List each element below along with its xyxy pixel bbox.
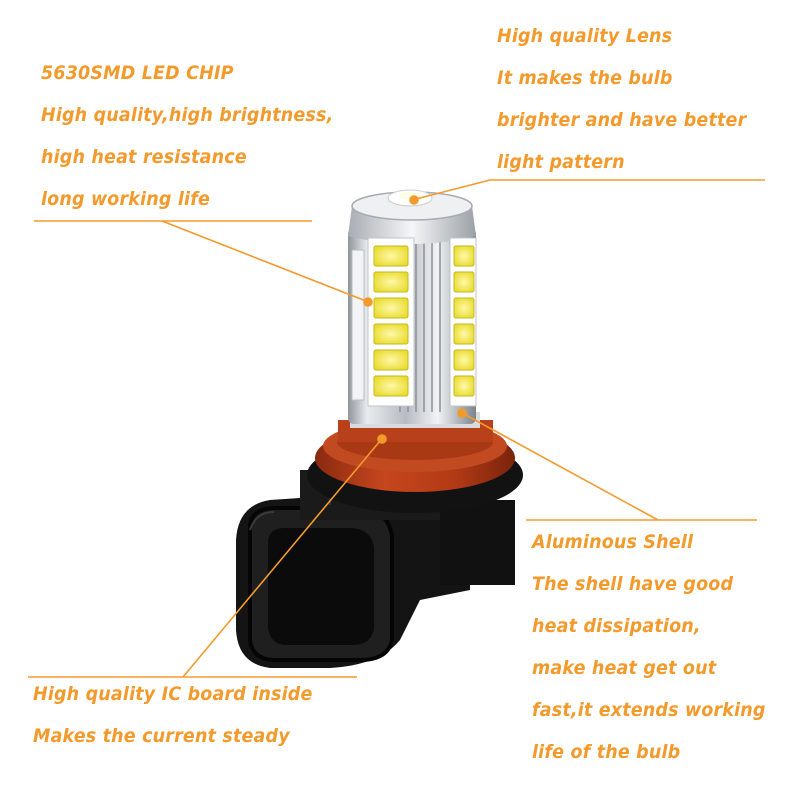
callout-lens-line-3: brighter and have better bbox=[497, 109, 747, 131]
callout-led-chip-line-3: high heat resistance bbox=[41, 146, 247, 168]
led-chip-array bbox=[351, 237, 477, 407]
callout-led-chip-line-2: High quality,high brightness, bbox=[41, 104, 334, 126]
callout-aluminum-shell: Aluminous Shell The shell have good heat… bbox=[532, 521, 766, 773]
callout-shell-line-1: Aluminous Shell bbox=[532, 531, 694, 553]
callout-lens-line-2: It makes the bulb bbox=[497, 67, 673, 89]
callout-led-chip-line-4: long working life bbox=[41, 188, 211, 210]
callout-led-chip: 5630SMD LED CHIP High quality,high brigh… bbox=[41, 52, 333, 220]
callout-lens-line-4: light pattern bbox=[497, 151, 625, 173]
callout-shell-line-2: The shell have good bbox=[532, 573, 734, 595]
callout-shell-line-6: life of the bulb bbox=[532, 741, 681, 763]
callout-shell-line-5: fast,it extends working bbox=[532, 699, 766, 721]
plug-connector bbox=[236, 470, 515, 668]
callout-lens-line-1: High quality Lens bbox=[497, 25, 673, 47]
socket-base bbox=[307, 412, 523, 513]
callout-ic-board: High quality IC board inside Makes the c… bbox=[33, 673, 313, 757]
callout-board-line-1: High quality IC board inside bbox=[33, 683, 313, 705]
callout-shell-line-4: make heat get out bbox=[532, 657, 717, 679]
callout-lens: High quality Lens It makes the bulb brig… bbox=[497, 15, 746, 183]
callout-board-line-2: Makes the current steady bbox=[33, 725, 290, 747]
callout-led-chip-line-1: 5630SMD LED CHIP bbox=[41, 62, 234, 84]
callout-shell-line-3: heat dissipation, bbox=[532, 615, 701, 637]
